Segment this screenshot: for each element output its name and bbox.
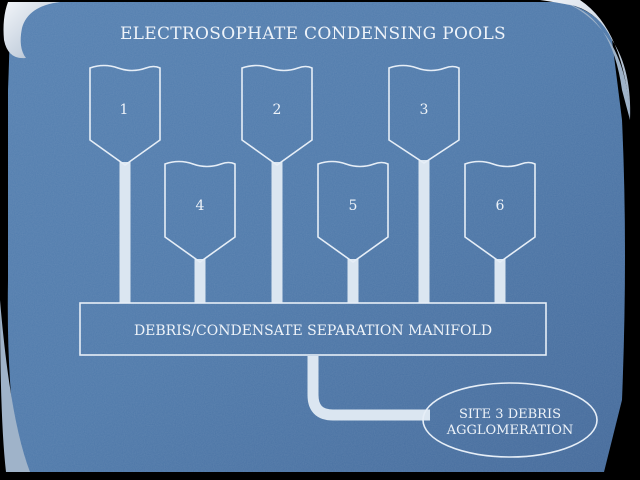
separation-manifold: DEBRIS/CONDENSATE SEPARATION MANIFOLD (79, 302, 547, 356)
diagram-title: ELECTROSOPHATE CONDENSING POOLS (120, 24, 506, 44)
destination-label-line2: AGGLOMERATION (446, 423, 574, 438)
pool-5-label: 5 (349, 198, 358, 214)
pool-6-label: 6 (496, 198, 505, 214)
pool-3-label: 3 (420, 102, 429, 118)
curled-corner-top-left-icon (3, 2, 60, 59)
pool-4: 4 (164, 160, 236, 263)
pool-2-label: 2 (273, 102, 282, 118)
pool-2: 2 (241, 64, 313, 166)
pool-3: 3 (388, 64, 460, 164)
pool-5: 5 (317, 160, 389, 263)
curled-corner-top-right-icon (540, 0, 631, 120)
curled-corner-bottom-left-icon (0, 300, 30, 472)
pool-1: 1 (89, 64, 161, 166)
manifold-outlet-pipe (307, 356, 430, 421)
manifold-label: DEBRIS/CONDENSATE SEPARATION MANIFOLD (134, 323, 492, 339)
destination-label-line1: SITE 3 DEBRIS (459, 407, 561, 422)
debris-agglomeration-site: SITE 3 DEBRIS AGGLOMERATION (422, 382, 598, 458)
pool-6: 6 (464, 160, 536, 263)
pool-1-label: 1 (120, 102, 129, 118)
pool-pipes (119, 160, 506, 303)
pool-4-label: 4 (196, 198, 205, 214)
